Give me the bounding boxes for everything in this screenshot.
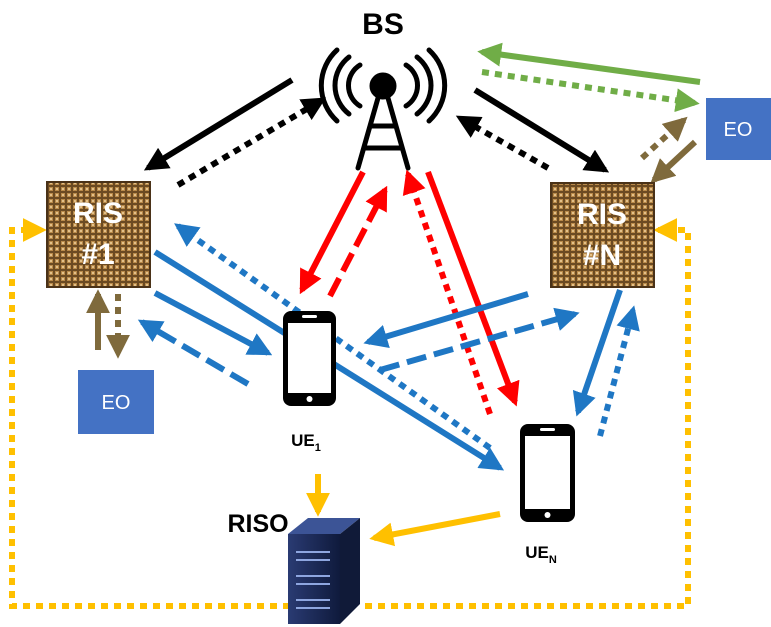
riso-node[interactable]: RISO <box>227 510 360 624</box>
risN-label-line1: RIS <box>577 198 627 231</box>
risN-to-bs-arrow <box>455 115 550 171</box>
eo-left-box <box>78 370 154 434</box>
ris1-node[interactable]: RIS #1 <box>46 181 151 288</box>
risN-label-line2: #N <box>583 239 621 272</box>
risN-node[interactable]: RIS #N <box>550 182 655 288</box>
arrows <box>9 42 701 609</box>
ris1-label-line1: RIS <box>73 197 123 230</box>
smartphone-icon <box>520 424 575 522</box>
risN-to-ue1-blue-arrow <box>363 291 529 348</box>
eo-top-label: EO <box>724 119 753 141</box>
ue1-label-sub: 1 <box>315 442 321 454</box>
bs-to-ue1-red-arrow <box>299 170 366 295</box>
ris-panel-icon <box>46 181 151 288</box>
risN-to-eo-brown-arrow <box>639 116 688 161</box>
ris-panel-icon <box>550 182 655 288</box>
ueN-to-bs-red-arrow <box>402 169 493 415</box>
bs-to-ueN-red-arrow <box>425 170 520 407</box>
ue1-to-bs-red-arrow <box>327 185 388 298</box>
ris1-to-bs-arrow <box>176 97 327 188</box>
eo-top-box <box>706 98 771 160</box>
eo-to-bs-green-arrow <box>477 42 701 85</box>
bs-to-ris1-arrow <box>143 77 294 171</box>
ueN-to-riso-gold-arrow <box>369 511 501 547</box>
bs-to-risN-arrow <box>473 87 610 173</box>
ue1-node[interactable]: UE1 <box>283 311 336 454</box>
ue1-label: UE1 <box>291 431 321 454</box>
ueN-node[interactable]: UEN <box>520 424 575 566</box>
ueN-to-risN-blue-arrow <box>597 305 640 437</box>
bs-label: BS <box>362 8 404 41</box>
eo-to-risN-brown-arrow <box>650 139 698 184</box>
riso-to-ris1-control-arrow <box>9 218 290 609</box>
ueN-label-sub: N <box>549 554 557 566</box>
eo-top-node[interactable]: EO <box>706 98 771 160</box>
server-icon <box>288 518 360 624</box>
antenna-tower-icon <box>318 47 448 171</box>
ue1-label-main: UE <box>291 431 315 450</box>
smartphone-icon <box>283 311 336 406</box>
eo-left-node[interactable]: EO <box>78 370 154 434</box>
risN-to-ueN-blue-arrow <box>572 289 623 417</box>
bs-to-eo-green-arrow <box>481 69 700 113</box>
ueN-label: UEN <box>525 543 557 566</box>
base-station[interactable]: BS <box>318 8 448 171</box>
ris1-to-ue1-blue-arrow <box>153 290 273 356</box>
riso-to-risN-control-arrow <box>365 218 691 609</box>
ue1-to-ris1-blue-arrow <box>137 319 250 387</box>
ue1-to-risN-blue-arrow <box>379 307 580 373</box>
ueN-label-main: UE <box>525 543 549 562</box>
ris1-label-line2: #1 <box>81 238 114 271</box>
eo-left-label: EO <box>102 392 131 414</box>
riso-label: RISO <box>227 510 288 538</box>
